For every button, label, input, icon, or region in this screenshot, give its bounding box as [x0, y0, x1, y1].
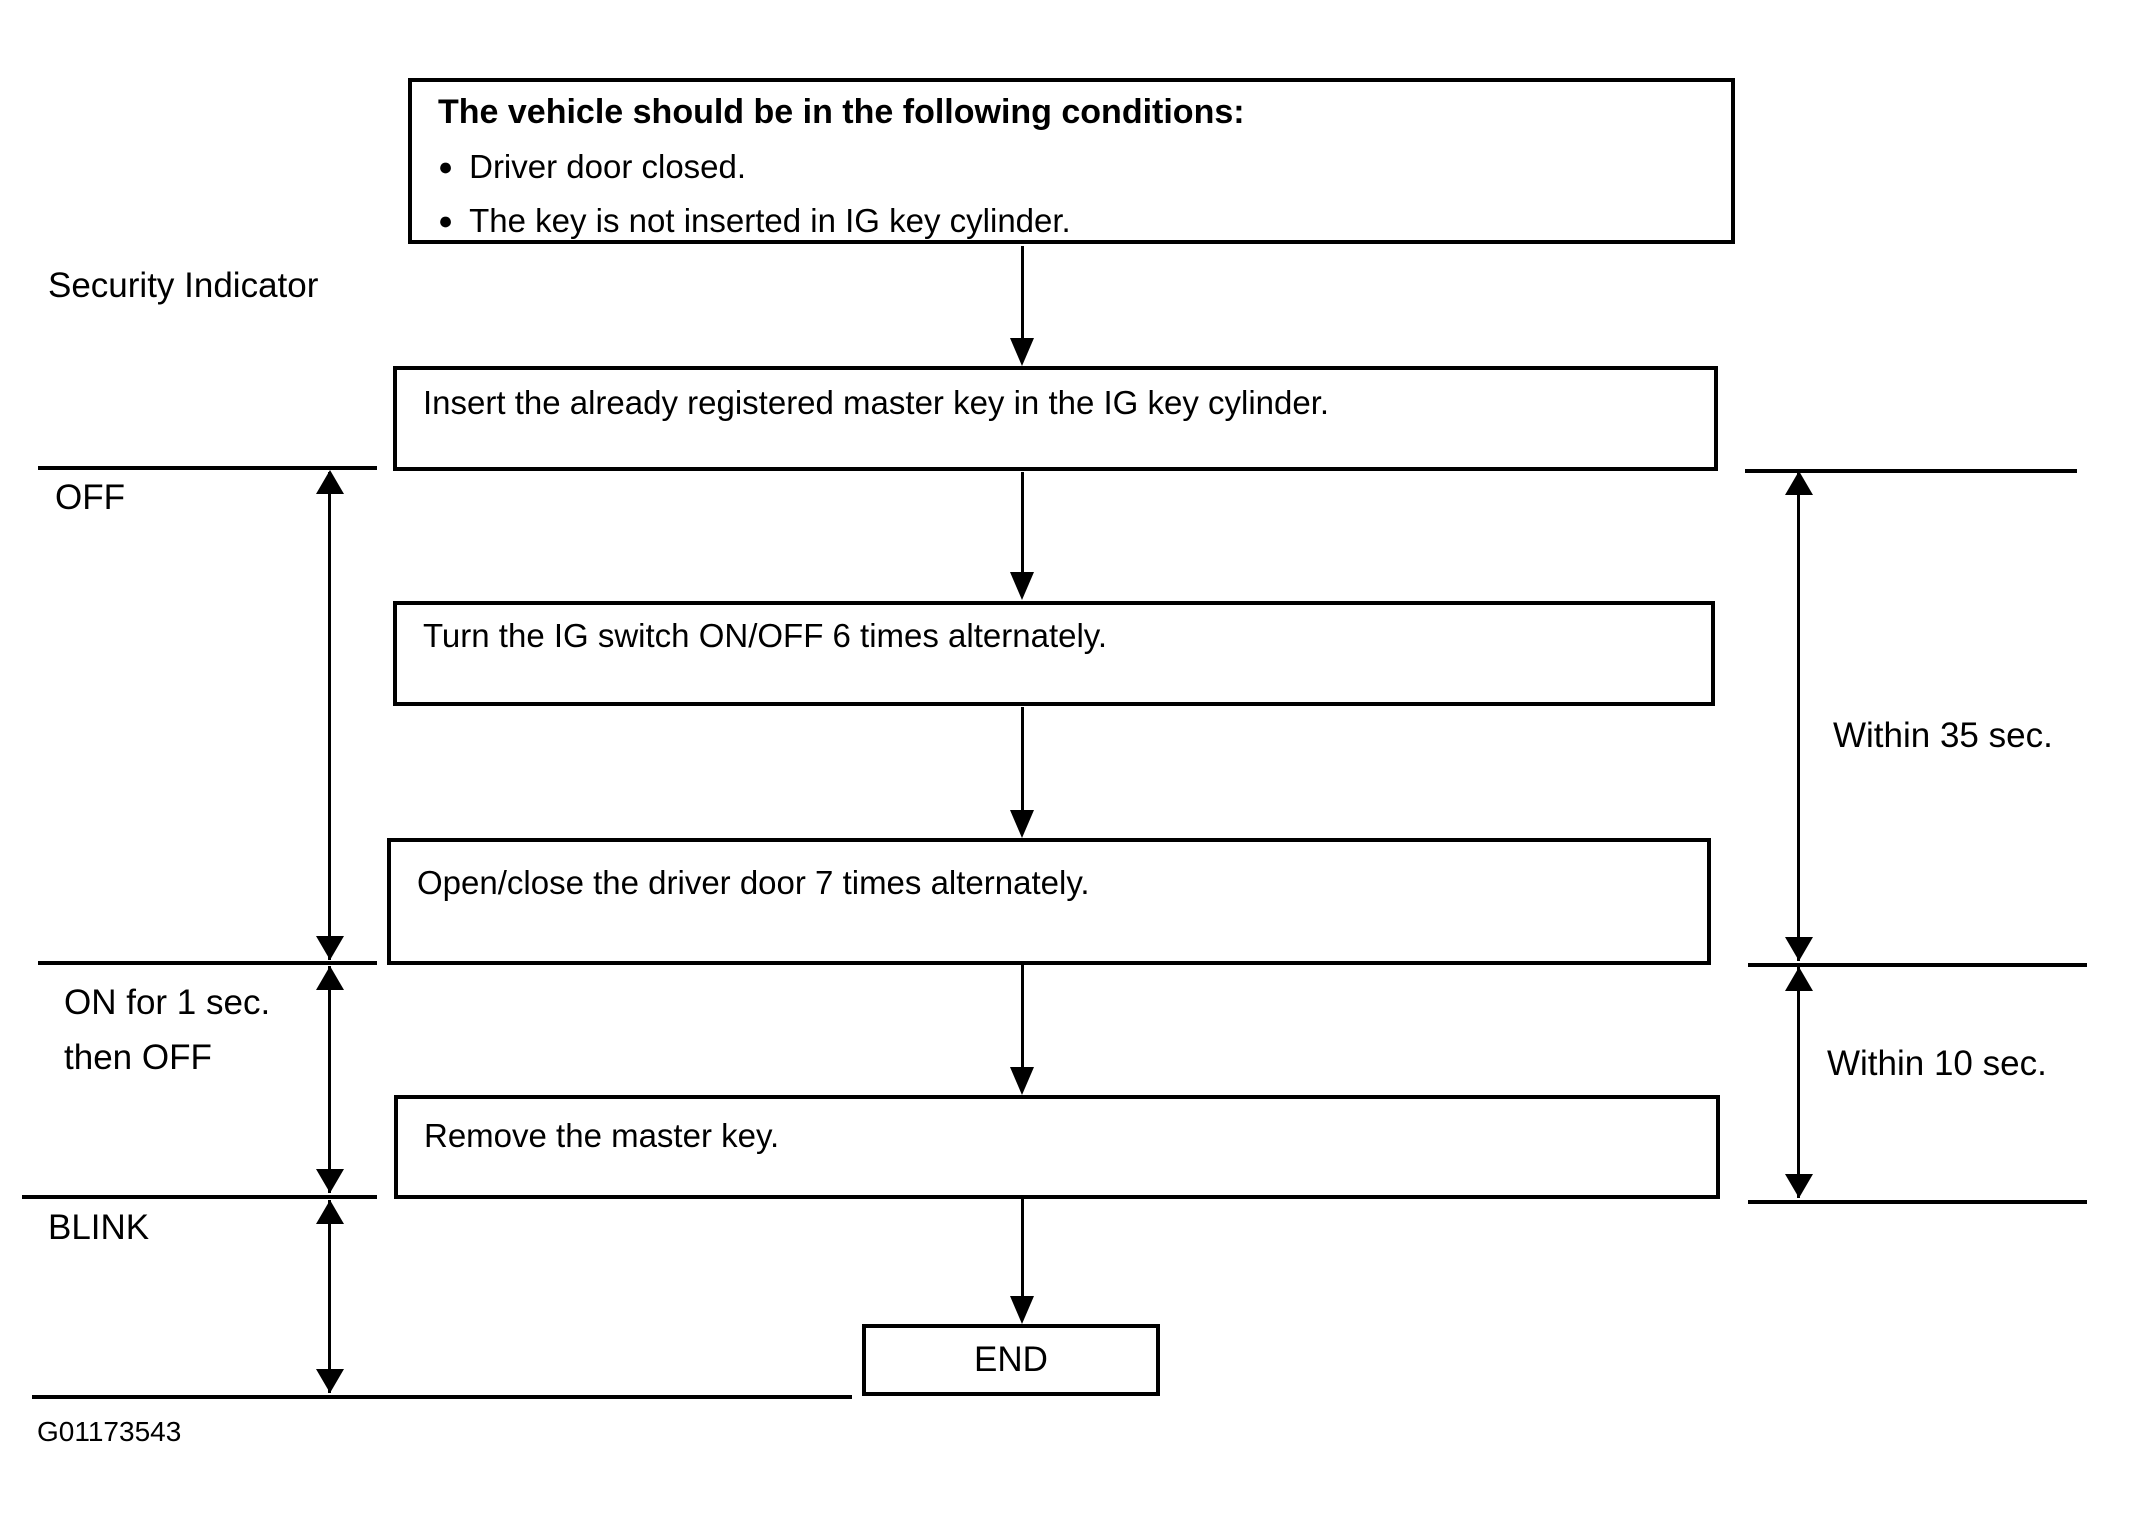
state-label-on-line2: then OFF	[64, 1038, 212, 1077]
step-box-insert-master-key: Insert the already registered master key…	[393, 366, 1718, 471]
timing-label-within-35: Within 35 sec.	[1833, 716, 2053, 755]
arrow-down-icon	[1785, 1174, 1813, 1198]
arrow-up-icon	[316, 966, 344, 990]
arrow-down-icon	[316, 1369, 344, 1393]
step-box-open-close-door: Open/close the driver door 7 times alter…	[387, 838, 1711, 965]
arrow-down-icon	[1785, 937, 1813, 961]
condition-bullet-text: Driver door closed.	[469, 148, 747, 185]
timing-tick-bottom	[1748, 1200, 2087, 1204]
arrow-down-icon	[1010, 1067, 1034, 1095]
step-box-remove-master-key: Remove the master key.	[394, 1095, 1720, 1199]
state-label-blink: BLINK	[48, 1208, 150, 1247]
bullet-icon: ●	[438, 153, 454, 181]
arrow-down-icon	[316, 936, 344, 960]
bullet-icon: ●	[438, 207, 454, 235]
timeline-tick-on	[38, 961, 377, 965]
dimension-line-blink	[328, 1200, 331, 1393]
arrow-up-icon	[1785, 471, 1813, 495]
end-box: END	[862, 1324, 1160, 1396]
step-text: Turn the IG switch ON/OFF 6 times altern…	[423, 617, 1108, 654]
arrow-down-icon	[1010, 338, 1034, 366]
condition-bullet-item: ● The key is not inserted in IG key cylin…	[438, 202, 1731, 240]
timeline-tick-blink	[22, 1195, 377, 1199]
timeline-baseline	[32, 1395, 852, 1399]
arrow-up-icon	[316, 470, 344, 494]
arrow-down-icon	[1010, 1296, 1034, 1324]
dimension-line-within-10	[1797, 967, 1800, 1198]
flow-connector	[1021, 472, 1024, 576]
step-text: Insert the already registered master key…	[423, 384, 1330, 421]
condition-bullet-item: ● Driver door closed.	[438, 148, 1731, 186]
flow-connector	[1021, 707, 1024, 814]
figure-id-label: G01173543	[37, 1416, 182, 1447]
dimension-line-off	[328, 472, 331, 960]
step-text: Remove the master key.	[424, 1117, 780, 1154]
flow-connector	[1021, 246, 1024, 342]
security-indicator-label: Security Indicator	[48, 266, 319, 305]
arrow-down-icon	[1010, 572, 1034, 600]
flow-connector	[1021, 1199, 1024, 1300]
timing-tick-top	[1745, 469, 2077, 473]
timing-tick-middle	[1748, 963, 2087, 967]
timeline-tick-off	[38, 466, 377, 470]
timing-label-within-10: Within 10 sec.	[1827, 1044, 2047, 1083]
dimension-line-on	[328, 966, 331, 1193]
state-label-on-line1: ON for 1 sec.	[64, 983, 271, 1022]
condition-bullet-text: The key is not inserted in IG key cylind…	[469, 202, 1071, 239]
flow-connector	[1021, 965, 1024, 1071]
step-text: Open/close the driver door 7 times alter…	[417, 864, 1090, 901]
state-label-off: OFF	[55, 478, 125, 517]
arrow-down-icon	[316, 1169, 344, 1193]
arrow-up-icon	[316, 1200, 344, 1224]
conditions-box: The vehicle should be in the following c…	[408, 78, 1735, 244]
dimension-line-within-35	[1797, 473, 1800, 961]
step-box-turn-ig-switch: Turn the IG switch ON/OFF 6 times altern…	[393, 601, 1715, 706]
arrow-down-icon	[1010, 810, 1034, 838]
arrow-up-icon	[1785, 967, 1813, 991]
conditions-title: The vehicle should be in the following c…	[438, 93, 1245, 131]
